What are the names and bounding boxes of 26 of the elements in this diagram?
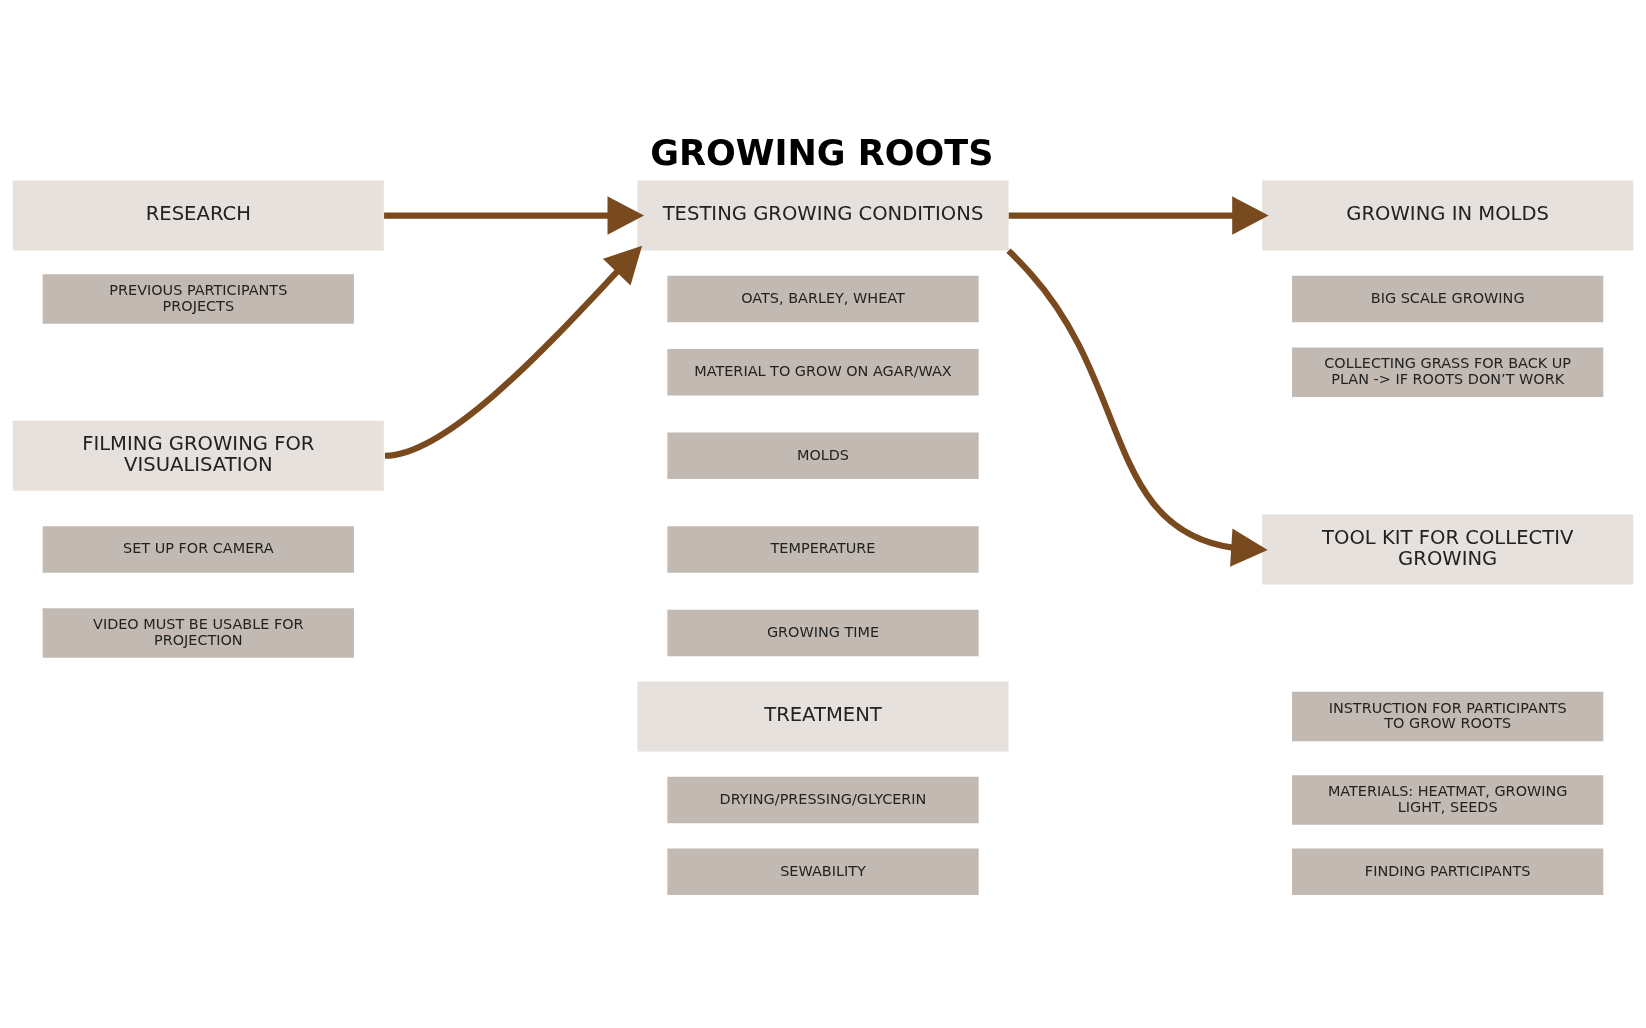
node-box: DRYING/PRESSING/GLYCERIN bbox=[667, 776, 979, 823]
node-box: TESTING GROWING CONDITIONS bbox=[637, 180, 1009, 251]
node-box: TOOL KIT FOR COLLECTIV GROWING bbox=[1262, 514, 1634, 585]
arrow bbox=[384, 245, 643, 459]
node-box: MATERIAL TO GROW ON AGAR/WAX bbox=[667, 348, 979, 395]
node-box: PREVIOUS PARTICIPANTS PROJECTS bbox=[42, 273, 354, 324]
node-box: FILMING GROWING FOR VISUALISATION bbox=[12, 420, 384, 491]
node-box: SET UP FOR CAMERA bbox=[42, 525, 354, 573]
node-box: OATS, BARLEY, WHEAT bbox=[667, 275, 979, 322]
arrow bbox=[1006, 247, 1268, 567]
node-box: GROWING IN MOLDS bbox=[1262, 180, 1634, 251]
node-box: MATERIALS: HEATMAT, GROWING LIGHT, SEEDS bbox=[1292, 774, 1604, 825]
node-box: FINDING PARTICIPANTS bbox=[1292, 848, 1604, 895]
node-box: GROWING TIME bbox=[667, 609, 979, 656]
arrow bbox=[1008, 195, 1269, 235]
node-box: INSTRUCTION FOR PARTICIPANTS TO GROW ROOTS bbox=[1292, 691, 1604, 741]
diagram-title: GROWING ROOTS bbox=[650, 131, 994, 173]
node-box: TREATMENT bbox=[637, 681, 1009, 752]
node-box: SEWABILITY bbox=[667, 848, 979, 895]
node-box: COLLECTING GRASS FOR BACK UP PLAN -> IF ROOTS DON’T WORK bbox=[1292, 347, 1604, 397]
node-box: VIDEO MUST BE USABLE FOR PROJECTION bbox=[42, 607, 354, 658]
node-box: BIG SCALE GROWING bbox=[1292, 275, 1604, 322]
node-box: RESEARCH bbox=[12, 180, 384, 251]
node-box: TEMPERATURE bbox=[667, 525, 979, 573]
arrow bbox=[384, 195, 645, 235]
node-box: MOLDS bbox=[667, 432, 979, 479]
